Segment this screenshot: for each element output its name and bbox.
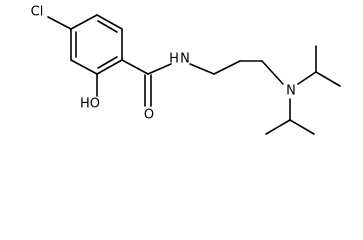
ethyl-bond (189, 63, 215, 75)
ring-bond (96, 59, 123, 75)
ethyl-bond (213, 60, 241, 75)
ring-bond (70, 59, 98, 75)
chlorine-label: Cl (31, 5, 44, 20)
benzene-ring (70, 14, 123, 75)
chemical-structure-diagram: Cl HO O H N N (31, 5, 341, 135)
ring-bond (70, 14, 98, 30)
carbonyl-oxygen-label: O (144, 108, 154, 123)
isopropyl-bond (315, 71, 341, 87)
ring-double-bond (97, 20, 118, 33)
amide-hydrogen-label: H (169, 52, 179, 67)
carbonyl-carbon-bond (121, 59, 149, 75)
isopropyl-bond (289, 119, 315, 135)
hydroxyl-label: HO (80, 97, 100, 112)
amide-bond (147, 63, 172, 75)
chlorine-bond (47, 16, 72, 30)
amine-nitrogen-label: N (286, 84, 296, 99)
amine-bond (261, 60, 284, 85)
ring-bond (96, 14, 123, 30)
amide-nitrogen-label: N (180, 52, 190, 67)
isopropyl-bond (265, 119, 291, 135)
isopropyl-bond (297, 71, 317, 85)
ring-double-bond (97, 56, 118, 69)
